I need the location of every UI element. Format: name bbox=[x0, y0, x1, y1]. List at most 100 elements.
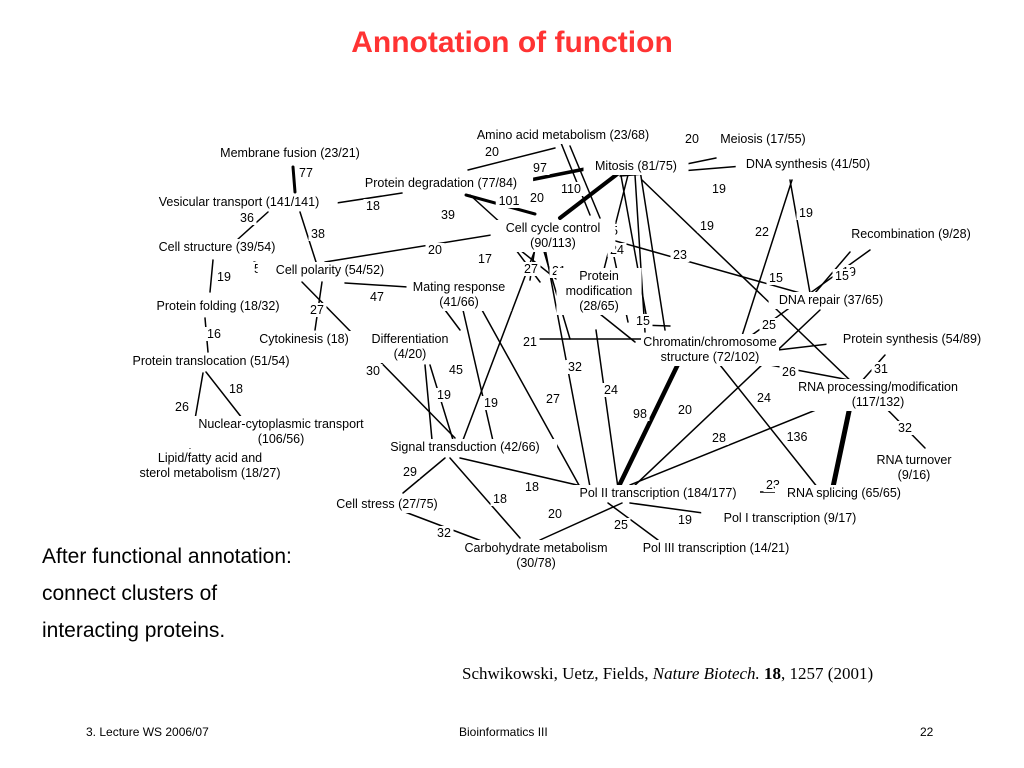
node-splicing: RNA splicing (65/65) bbox=[775, 485, 913, 502]
node-pol2: Pol II transcription (184/177) bbox=[556, 485, 760, 502]
node-label: Mitosis (81/75) bbox=[595, 159, 677, 173]
edge-weight-label: 20 bbox=[485, 145, 499, 159]
edge-weight-label: 19 bbox=[217, 270, 231, 284]
node-background bbox=[248, 331, 360, 348]
edge-weight-background bbox=[779, 365, 799, 379]
interaction-edge bbox=[344, 282, 409, 288]
node-label: Pol II transcription (184/177) bbox=[579, 486, 736, 500]
node-background bbox=[768, 292, 894, 309]
node-background bbox=[871, 452, 957, 484]
interaction-edge bbox=[631, 309, 821, 489]
nodes-layer: Membrane fusion (23/21) Vesicular transpo… bbox=[112, 127, 998, 572]
citation-journal: Nature Biotech. bbox=[652, 664, 760, 683]
edge-weight-label: 29 bbox=[403, 465, 417, 479]
edge-weight-label: 26 bbox=[175, 400, 189, 414]
node-background bbox=[141, 239, 293, 256]
edge-weight-background bbox=[630, 407, 650, 421]
node-label: Vesicular transport (141/141) bbox=[159, 195, 320, 209]
node-cellstruct: Cell structure (39/54) bbox=[141, 239, 293, 256]
edge-weight-background bbox=[237, 211, 257, 225]
node-membrane: Membrane fusion (23/21) bbox=[211, 145, 369, 162]
edge-weight-background bbox=[832, 269, 852, 283]
node-label: Carbohydrate metabolism bbox=[464, 541, 607, 555]
interaction-edge bbox=[424, 364, 433, 441]
edge-weight-background bbox=[796, 206, 816, 220]
edge-weight-background bbox=[434, 388, 454, 402]
node-background bbox=[372, 439, 558, 456]
node-background bbox=[140, 194, 338, 211]
node-label: Amino acid metabolism (23/68) bbox=[477, 128, 649, 142]
edge-weight-background bbox=[611, 518, 631, 532]
node-background bbox=[321, 496, 453, 513]
interaction-edge bbox=[209, 259, 214, 293]
edge-weight-label: 27 bbox=[524, 262, 538, 276]
edge-weight-background bbox=[425, 243, 445, 257]
citation-authors: Schwikowski, Uetz, Fields, bbox=[462, 664, 649, 683]
node-label: Protein bbox=[579, 269, 619, 283]
edge-weight-background bbox=[400, 465, 420, 479]
node-label: Meiosis (17/55) bbox=[720, 132, 805, 146]
node-mating: Mating response(41/66) bbox=[406, 279, 512, 311]
node-background bbox=[735, 156, 881, 173]
node-signal: Signal transduction (42/66) bbox=[372, 439, 558, 456]
edge-weight-background bbox=[475, 252, 495, 266]
edge-weight-label: 19 bbox=[437, 388, 451, 402]
interaction-edge bbox=[595, 329, 619, 489]
node-label: Chromatin/chromosome bbox=[643, 335, 776, 349]
node-recombination: Recombination (9/28) bbox=[842, 226, 980, 243]
node-background bbox=[583, 158, 689, 175]
edge-weight-background bbox=[522, 480, 542, 494]
node-label: Lipid/fatty acid and bbox=[158, 451, 262, 465]
node-background bbox=[211, 145, 369, 162]
node-background bbox=[357, 331, 463, 363]
interaction-edge bbox=[299, 211, 317, 263]
node-background bbox=[617, 540, 815, 557]
node-polarity: Cell polarity (54/52) bbox=[257, 262, 403, 279]
node-label: (9/16) bbox=[898, 468, 931, 482]
edge-weight-label: 18 bbox=[493, 492, 507, 506]
node-translocation: Protein translocation (51/54) bbox=[112, 353, 310, 370]
edge-weight-label: 18 bbox=[525, 480, 539, 494]
node-background bbox=[139, 298, 297, 315]
edge-weight-background bbox=[543, 392, 563, 406]
node-background bbox=[785, 379, 971, 411]
node-label: Protein folding (18/32) bbox=[157, 299, 280, 313]
node-label: Cell cycle control bbox=[506, 221, 600, 235]
edge-weight-label: 24 bbox=[604, 383, 618, 397]
node-background bbox=[182, 416, 380, 448]
interaction-edge bbox=[459, 457, 591, 489]
edge-weight-background bbox=[675, 403, 695, 417]
edge-weight-label: 32 bbox=[898, 421, 912, 435]
node-carb: Carbohydrate metabolism(30/78) bbox=[457, 540, 615, 572]
node-label: RNA processing/modification bbox=[798, 380, 958, 394]
node-pol3: Pol III transcription (14/21) bbox=[617, 540, 815, 557]
node-label: Pol I transcription (9/17) bbox=[724, 511, 857, 525]
edge-weight-label: 20 bbox=[685, 132, 699, 146]
node-label: (41/66) bbox=[439, 295, 479, 309]
edge-weight-background bbox=[204, 327, 224, 341]
edge-weight-label: 19 bbox=[712, 182, 726, 196]
interaction-edge bbox=[205, 371, 243, 419]
edge-weight-label: 45 bbox=[449, 363, 463, 377]
edge-weight-background bbox=[754, 391, 774, 405]
node-background bbox=[124, 450, 296, 482]
footer-page-number: 22 bbox=[920, 725, 934, 739]
node-label: Protein translocation (51/54) bbox=[132, 354, 289, 368]
edge-weight-label: 20 bbox=[548, 507, 562, 521]
edge-weight-background bbox=[363, 199, 383, 213]
node-background bbox=[775, 485, 913, 502]
node-label: (90/113) bbox=[530, 236, 576, 250]
node-label: Pol III transcription (14/21) bbox=[643, 541, 790, 555]
interaction-edge bbox=[329, 192, 403, 205]
node-meiosis: Meiosis (17/55) bbox=[710, 131, 816, 148]
edge-weight-background bbox=[545, 507, 565, 521]
edge-weight-background bbox=[434, 526, 454, 540]
edge-weight-background bbox=[367, 290, 387, 304]
node-background bbox=[112, 353, 310, 370]
node-background bbox=[710, 131, 816, 148]
edge-weight-background bbox=[226, 382, 246, 396]
node-protsynth: Protein synthesis (54/89) bbox=[826, 331, 998, 348]
edge-weight-background bbox=[446, 363, 466, 377]
